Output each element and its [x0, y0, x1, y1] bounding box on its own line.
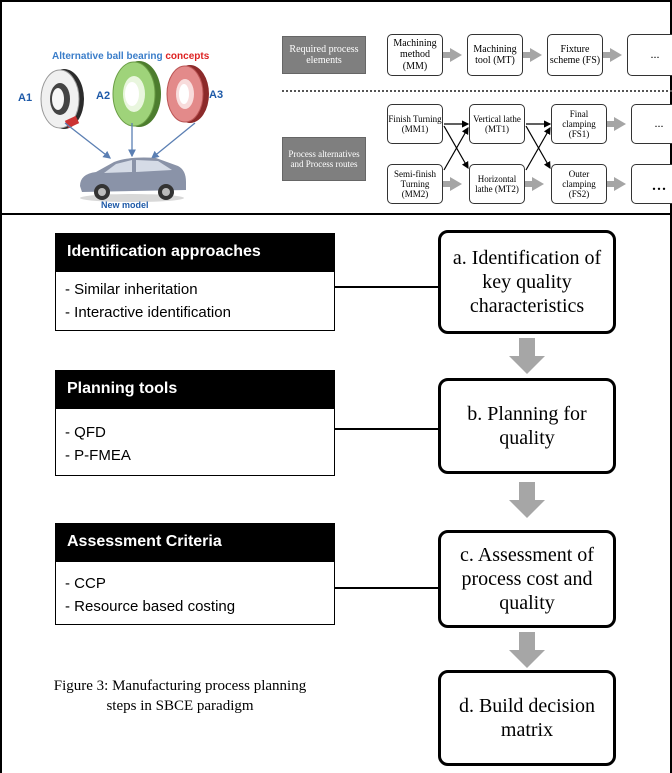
route-cross-arrows [443, 120, 552, 171]
step-b-box: b. Planning for quality [438, 378, 616, 474]
step-d-box: d. Build decision matrix [438, 670, 616, 766]
identification-approaches-list: - Similar inheritation - Interactive ide… [55, 271, 335, 331]
section-divider [0, 213, 672, 215]
assessment-criteria-header: Assessment Criteria [55, 523, 335, 561]
new-model-label: New model [101, 200, 149, 210]
row2-box-outer-clamping: Outer clamping (FS2) [551, 164, 607, 204]
list-item: - Interactive identification [65, 304, 231, 321]
bearing-a1-image [40, 69, 84, 129]
planning-tools-header: Planning tools [55, 370, 335, 408]
connector-line [335, 587, 438, 589]
list-item: - Resource based costing [65, 598, 236, 615]
connector-line [335, 286, 438, 288]
row1-box-more: ... [631, 104, 672, 144]
concept-arrows [64, 122, 196, 159]
step-c-box: c. Assessment of process cost and qualit… [438, 530, 616, 628]
row1-box-final-clamping: Final clamping (FS1) [551, 104, 607, 144]
required-process-elements-label: Required process elements [282, 36, 366, 74]
title-red-part: concepts [165, 51, 210, 62]
required-box-machining-method: Machining method (MM) [387, 34, 443, 76]
figure-caption: Figure 3: Manufacturing process planning… [53, 678, 307, 715]
planning-tools-list: - QFD - P-FMEA [55, 408, 335, 476]
car-image [80, 157, 186, 202]
list-item: - P-FMEA [65, 447, 131, 464]
step-a-box: a. Identification of key quality charact… [438, 230, 616, 334]
identification-approaches-header: Identification approaches [55, 233, 335, 271]
list-item: - CCP [65, 575, 106, 592]
flow-arrow [607, 117, 626, 131]
row2-box-horizontal-lathe: Horizontal lathe (MT2) [469, 164, 525, 204]
required-box-machining-tool: Machining tool (MT) [467, 34, 523, 76]
down-arrow [509, 632, 545, 668]
concept-label-a1: A1 [18, 92, 33, 104]
concept-label-a2: A2 [96, 90, 111, 102]
row1-box-vertical-lathe: Vertical lathe (MT1) [469, 104, 525, 144]
flow-arrow [525, 177, 544, 191]
row2-box-semi-finish-turning: Semi-finish Turning (MM2) [387, 164, 443, 204]
row2-box-more: ... [631, 164, 672, 204]
flow-arrow [607, 177, 626, 191]
row1-box-finish-turning: Finish Turning (MM1) [387, 104, 443, 144]
list-item: - Similar inheritation [65, 281, 198, 298]
flow-arrow [443, 48, 462, 62]
flow-arrow [523, 48, 542, 62]
required-box-fixture-scheme: Fixture scheme (FS) [547, 34, 603, 76]
connector-line [335, 428, 438, 430]
assessment-criteria-list: - CCP - Resource based costing [55, 561, 335, 625]
list-item: - QFD [65, 424, 106, 441]
flow-arrow [443, 177, 462, 191]
dotted-separator [282, 90, 672, 92]
process-alternatives-label: Process alternatives and Process routes [282, 137, 366, 181]
required-box-more: ... [627, 34, 672, 76]
bearing-concepts-title: Alternative ball bearing concepts [52, 51, 209, 62]
down-arrow [509, 338, 545, 374]
down-arrow [509, 482, 545, 518]
bearing-a3-image [166, 65, 209, 123]
title-blue-part: Alternative ball bearing [52, 51, 166, 62]
concept-label-a3: A3 [209, 89, 224, 101]
bearing-a2-image [112, 61, 161, 127]
flow-arrow [603, 48, 622, 62]
